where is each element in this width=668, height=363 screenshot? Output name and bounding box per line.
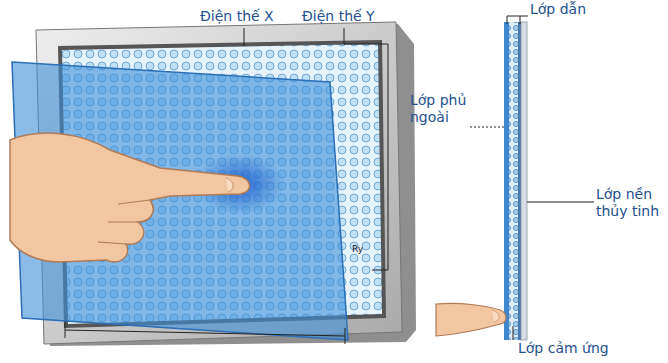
section-leaders — [470, 16, 594, 340]
voltage-label: Điện thế X — [200, 8, 274, 25]
fingernail — [492, 310, 499, 322]
layer-label: Lớp phủ ngoài — [410, 92, 472, 126]
layer-label: Lớp cảm ứng — [518, 340, 609, 357]
side-finger — [436, 303, 506, 336]
resistor-label: Ry — [352, 244, 363, 254]
layer-label: Lớp nền thủy tinh — [596, 186, 668, 220]
voltage-label: Điện thế Y — [302, 8, 375, 25]
layer-label: Lớp dẫn — [530, 1, 586, 18]
hand — [10, 133, 250, 262]
cross-section — [504, 22, 527, 340]
